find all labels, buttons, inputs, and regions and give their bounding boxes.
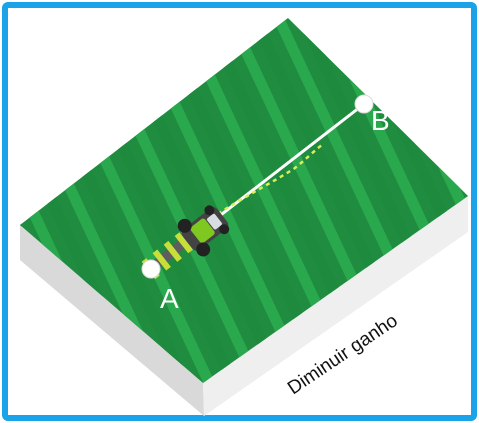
point-b-label: B — [371, 105, 390, 136]
point-a-marker — [142, 260, 160, 278]
point-a-label: A — [160, 283, 179, 314]
